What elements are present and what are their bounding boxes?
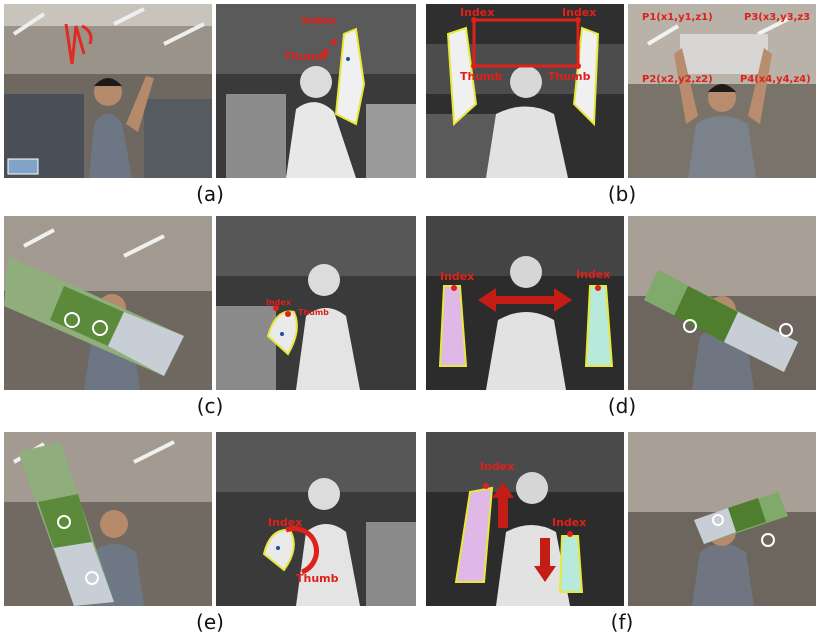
photo-d-rgb [628, 216, 816, 390]
panel-d-rgb [628, 216, 816, 390]
panel-a-rgb [4, 4, 212, 178]
label-thumb: Thumb [296, 572, 339, 585]
caption-d: (d) [607, 394, 637, 418]
depth-map-e [216, 432, 416, 606]
caption-b: (b) [607, 182, 637, 206]
label-index-right: Index [562, 6, 597, 19]
depth-map-c [216, 216, 416, 390]
label-p3: P3(x3,y3,z3 [744, 12, 811, 23]
label-p2: P2(x2,y2,z2) [642, 74, 713, 85]
photo-b-rgb [628, 4, 816, 178]
caption-c: (c) [196, 394, 224, 418]
label-index-left: Index [480, 460, 515, 473]
panel-b-depth: Index Index Thumb Thumb [426, 4, 624, 178]
label-p4: P4(x4,y4,z4) [740, 74, 811, 85]
label-p1: P1(x1,y1,z1) [642, 12, 713, 23]
photo-f-rgb [628, 432, 816, 606]
label-thumb-right: Thumb [548, 70, 591, 83]
photo-a-rgb [4, 4, 212, 178]
label-thumb: Thumb [284, 50, 327, 63]
label-index-right: Index [576, 268, 611, 281]
panel-c-rgb [4, 216, 212, 390]
label-index-left: Index [440, 270, 475, 283]
panel-c-depth: Index Thumb [216, 216, 416, 390]
label-index: Index [268, 516, 303, 529]
panel-d-depth: Index Index [426, 216, 624, 390]
panel-e-depth: Index Thumb [216, 432, 416, 606]
panel-b-rgb: P1(x1,y1,z1) P3(x3,y3,z3 P2(x2,y2,z2) P4… [628, 4, 816, 178]
depth-map-d [426, 216, 624, 390]
caption-a: (a) [196, 182, 224, 206]
panel-f-rgb [628, 432, 816, 606]
label-index: Index [266, 298, 291, 307]
label-index: Index [302, 14, 337, 27]
depth-map-b [426, 4, 624, 178]
photo-c-rgb [4, 216, 212, 390]
label-thumb: Thumb [298, 308, 329, 317]
label-index-right: Index [552, 516, 587, 529]
panel-e-rgb [4, 432, 212, 606]
panel-a-depth: Index Thumb [216, 4, 416, 178]
label-thumb-left: Thumb [460, 70, 503, 83]
label-index-left: Index [460, 6, 495, 19]
caption-f: (f) [610, 610, 634, 634]
caption-e: (e) [196, 610, 224, 634]
depth-map-a [216, 4, 416, 178]
depth-map-f [426, 432, 624, 606]
photo-e-rgb [4, 432, 212, 606]
panel-f-depth: Index Index [426, 432, 624, 606]
